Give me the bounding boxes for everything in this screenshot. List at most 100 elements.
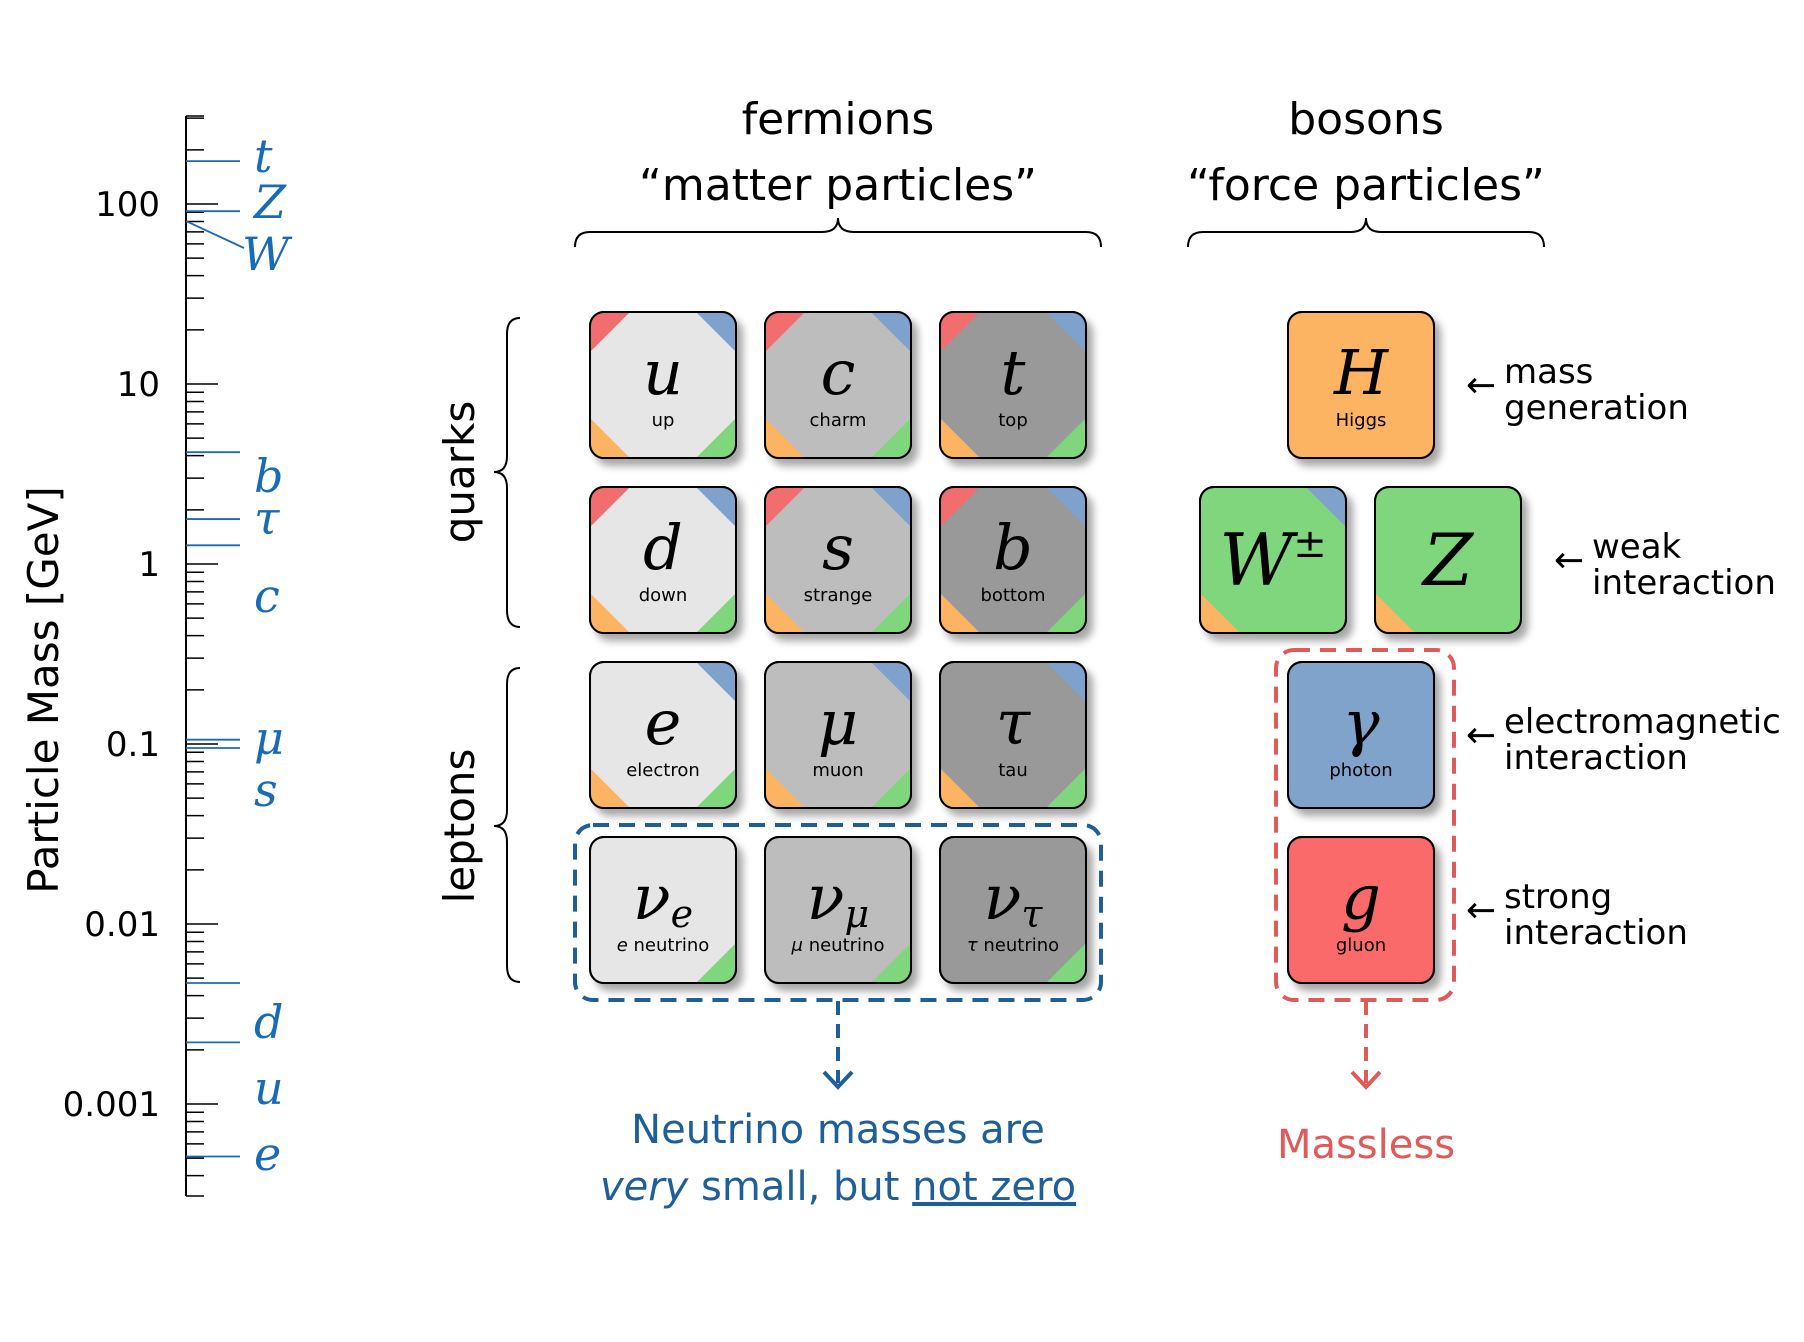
interaction-label-line2: interaction [1504,738,1688,778]
interaction-labels: ←massgeneration←weakinteraction←electrom… [1466,352,1781,953]
mass-marker-label: b [254,449,283,503]
particle-card: νττ neutrino [939,836,1087,984]
color-charge-corner [765,312,805,352]
color-charge-corner [696,768,736,808]
particle-symbol-main: c [821,336,856,409]
color-charge-corner [590,487,630,527]
particle-card: νμμ neutrino [764,836,912,984]
interaction-label-line1: weak [1592,527,1682,567]
color-charge-corner [590,593,630,633]
leptons-label: leptons [435,749,484,904]
color-charge-corner [590,418,630,458]
left-arrow-icon: ← [1466,715,1496,756]
particle-symbol: s [822,511,854,584]
particle-symbol: t [1001,336,1026,409]
color-charge-corner [765,593,805,633]
bosons-title: bosons [1288,94,1444,145]
card-border [589,836,737,984]
particle-name: down [639,585,688,606]
card-border [1287,661,1435,809]
axis-tick-label: 10 [117,365,160,405]
card-border [764,311,912,459]
left-arrow-icon: ← [1554,540,1584,581]
particle-symbol-main: ν [633,861,671,934]
particle-name-symbol: μ [791,935,803,956]
particle-symbol-main: μ [818,686,858,759]
mass-marker-label: τ [254,491,281,545]
particle-symbol-main: d [643,511,683,584]
color-charge-corner [1375,593,1415,633]
particle-card: uup [589,311,737,459]
particle-symbol: Z [1421,518,1475,602]
mass-marker-line [185,220,245,249]
color-charge-corner [1046,312,1086,352]
color-charge-corner [696,943,736,983]
particle-symbol-main: Z [1421,518,1475,602]
particle-card: νee neutrino [589,836,737,984]
particle-symbol-main: τ [996,686,1032,759]
color-charge-corner [871,768,911,808]
interaction-label-line2: interaction [1504,913,1688,953]
color-charge-corner [871,487,911,527]
particle-name: gluon [1336,935,1386,956]
group-labels: quarks leptons [435,317,521,983]
axis-tick-label: 0.01 [84,905,160,945]
color-charge-corner [765,418,805,458]
particle-name: charm [810,410,867,431]
particle-name: tau [998,760,1028,781]
bosons-brace [1187,217,1545,248]
color-charge-corner [1046,662,1086,702]
particle-name-symbol: e [617,935,628,956]
card-border [939,836,1087,984]
neutrino-arrow [822,1001,854,1090]
neutrino-note-mid: small, but [688,1164,912,1210]
fermions-title: fermions [742,94,935,145]
interaction-label-line2: generation [1504,388,1689,428]
color-charge-corner [1046,418,1086,458]
color-charge-corner [696,662,736,702]
particle-symbol: g [1341,861,1381,934]
particle-symbol-main: ν [984,861,1022,934]
card-border [1199,486,1347,634]
particle-symbol-main: ν [807,861,845,934]
particle-symbol-main: g [1341,861,1381,934]
mass-marker-label: e [254,1127,281,1181]
particle-name-rest: neutrino [803,935,885,956]
particle-name: up [652,410,675,431]
color-charge-corner [590,768,630,808]
color-charge-corner [1046,768,1086,808]
left-arrow-icon: ← [1466,890,1496,931]
card-border [589,311,737,459]
particle-name-rest: neutrino [628,935,710,956]
particle-symbol: c [821,336,856,409]
color-charge-corner [696,487,736,527]
particle-name: electron [626,760,700,781]
particle-symbol: γ [1342,686,1380,759]
color-charge-corner [871,593,911,633]
color-charge-corner [940,593,980,633]
neutrino-note-not-zero: not zero [912,1164,1076,1210]
color-charge-corner [940,312,980,352]
color-charge-corner [696,312,736,352]
color-charge-corner [590,312,630,352]
color-charge-corner [696,593,736,633]
card-border [939,311,1087,459]
particle-name: e neutrino [617,935,710,956]
mass-marker-label: W [242,227,293,281]
fermion-cards: uupccharmttopddownsstrangebbottomeelectr… [589,311,1087,984]
particle-symbol-main: H [1333,336,1390,409]
particle-symbol: b [993,511,1033,584]
axis-tick-label: 0.1 [106,725,160,765]
color-charge-corner [1200,593,1240,633]
quarks-label: quarks [435,401,484,544]
mass-marker-label: s [254,763,278,817]
